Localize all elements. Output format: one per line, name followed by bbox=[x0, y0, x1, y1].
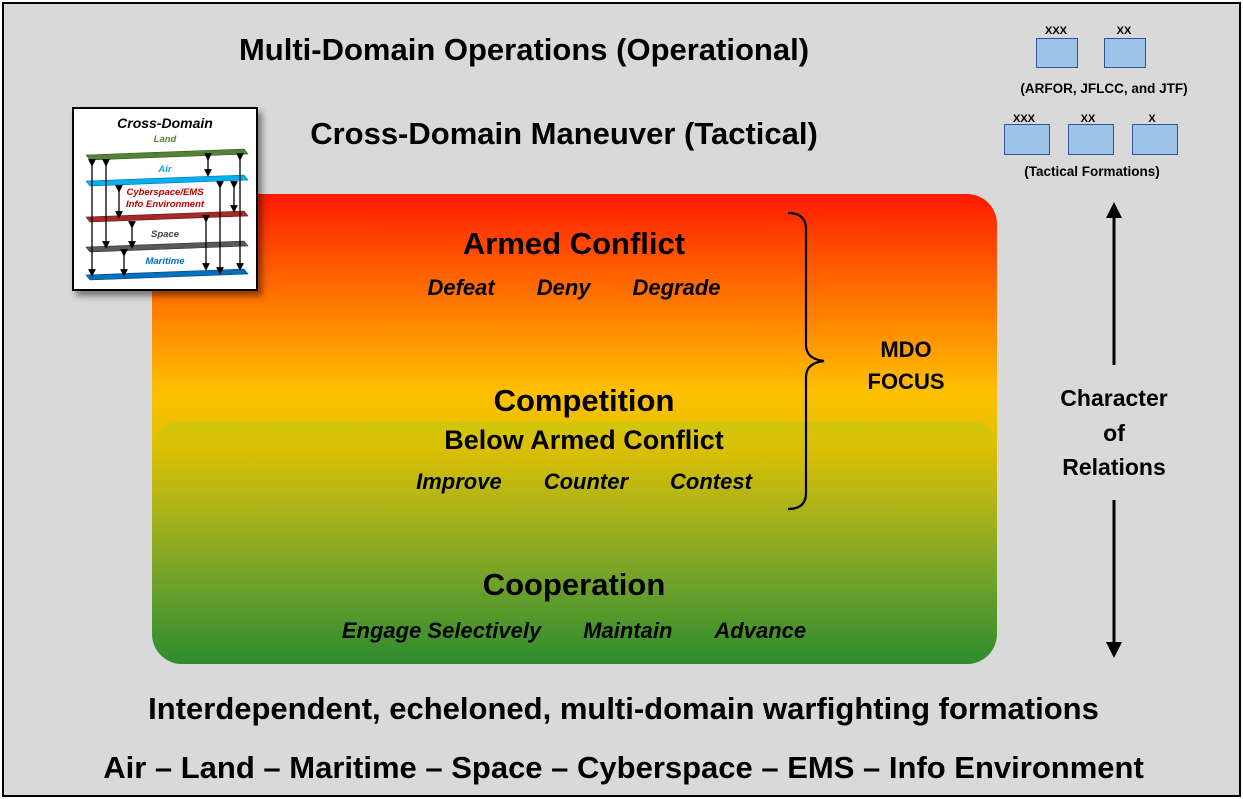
unit-symbol bbox=[1068, 124, 1114, 155]
cooperation-title: Cooperation bbox=[482, 567, 666, 602]
verb-defeat: Defeat bbox=[427, 275, 495, 300]
footer-line-domains: Air – Land – Maritime – Space – Cyberspa… bbox=[103, 750, 1144, 785]
footer-line-formations: Interdependent, echeloned, multi-domain … bbox=[148, 691, 1099, 726]
verb-engage-selectively: Engage Selectively bbox=[341, 618, 542, 643]
competition-title: Competition bbox=[493, 383, 675, 418]
domain-label-cyberspace: Cyberspace/EMS bbox=[126, 187, 204, 198]
operational-title: Multi-Domain Operations (Operational) bbox=[238, 32, 810, 67]
domain-label-air: Air bbox=[158, 164, 172, 175]
character-line3: Relations bbox=[1062, 454, 1166, 480]
operational-units-caption: (ARFOR, JFLCC, and JTF) bbox=[1020, 81, 1188, 96]
verb-degrade: Degrade bbox=[632, 275, 721, 300]
mdo-focus-line2: FOCUS bbox=[867, 368, 945, 394]
tactical-title: Cross-Domain Maneuver (Tactical) bbox=[310, 116, 818, 151]
verb-improve: Improve bbox=[416, 469, 502, 494]
verb-deny: Deny bbox=[536, 275, 591, 300]
verb-contest: Contest bbox=[670, 469, 752, 494]
competition-overlap-band bbox=[154, 422, 997, 450]
verb-maintain: Maintain bbox=[583, 618, 673, 643]
domain-label-maritime: Maritime bbox=[145, 256, 185, 267]
inset-title: Cross-Domain bbox=[117, 115, 213, 131]
domain-label-info: Info Environment bbox=[125, 199, 205, 210]
unit-symbol bbox=[1004, 124, 1050, 155]
armed-conflict-verbs: Defeat Deny Degrade bbox=[364, 275, 784, 301]
domain-label-land: Land bbox=[153, 134, 177, 145]
verb-counter: Counter bbox=[543, 469, 629, 494]
unit-echelon-label: XXX bbox=[1044, 25, 1067, 37]
domain-planes-graphic bbox=[85, 148, 249, 281]
character-arrows bbox=[1106, 202, 1122, 658]
tactical-units-caption: (Tactical Formations) bbox=[1024, 164, 1160, 179]
verb-advance: Advance bbox=[714, 618, 807, 643]
unit-echelon-label: XXX bbox=[1012, 113, 1035, 125]
competition-verbs: Improve Counter Contest bbox=[374, 469, 794, 495]
unit-echelon-label: XX bbox=[1116, 25, 1132, 37]
character-line1: Character bbox=[1060, 385, 1168, 411]
arrow-down-icon bbox=[1106, 642, 1122, 658]
unit-echelon-label: X bbox=[1148, 113, 1156, 125]
unit-symbol bbox=[1036, 38, 1078, 68]
armed-conflict-title: Armed Conflict bbox=[462, 226, 686, 261]
character-of-relations-label: Character of Relations bbox=[1024, 381, 1204, 485]
arrow-up-icon bbox=[1106, 202, 1122, 218]
cross-domain-inset: Cross-Domain Land Air Cyberspace/EMS Inf… bbox=[72, 107, 258, 291]
mdo-focus-label: MDO FOCUS bbox=[856, 334, 956, 398]
character-line2: of bbox=[1103, 419, 1125, 446]
mdo-focus-line1: MDO bbox=[880, 337, 932, 362]
unit-symbol bbox=[1132, 124, 1178, 155]
unit-echelon-label: XX bbox=[1080, 113, 1096, 125]
domain-label-space: Space bbox=[151, 229, 179, 240]
competition-subtitle: Below Armed Conflict bbox=[444, 425, 724, 455]
mdo-focus-brace bbox=[787, 211, 825, 511]
unit-symbol bbox=[1104, 38, 1146, 68]
cooperation-verbs: Engage Selectively Maintain Advance bbox=[274, 618, 874, 644]
